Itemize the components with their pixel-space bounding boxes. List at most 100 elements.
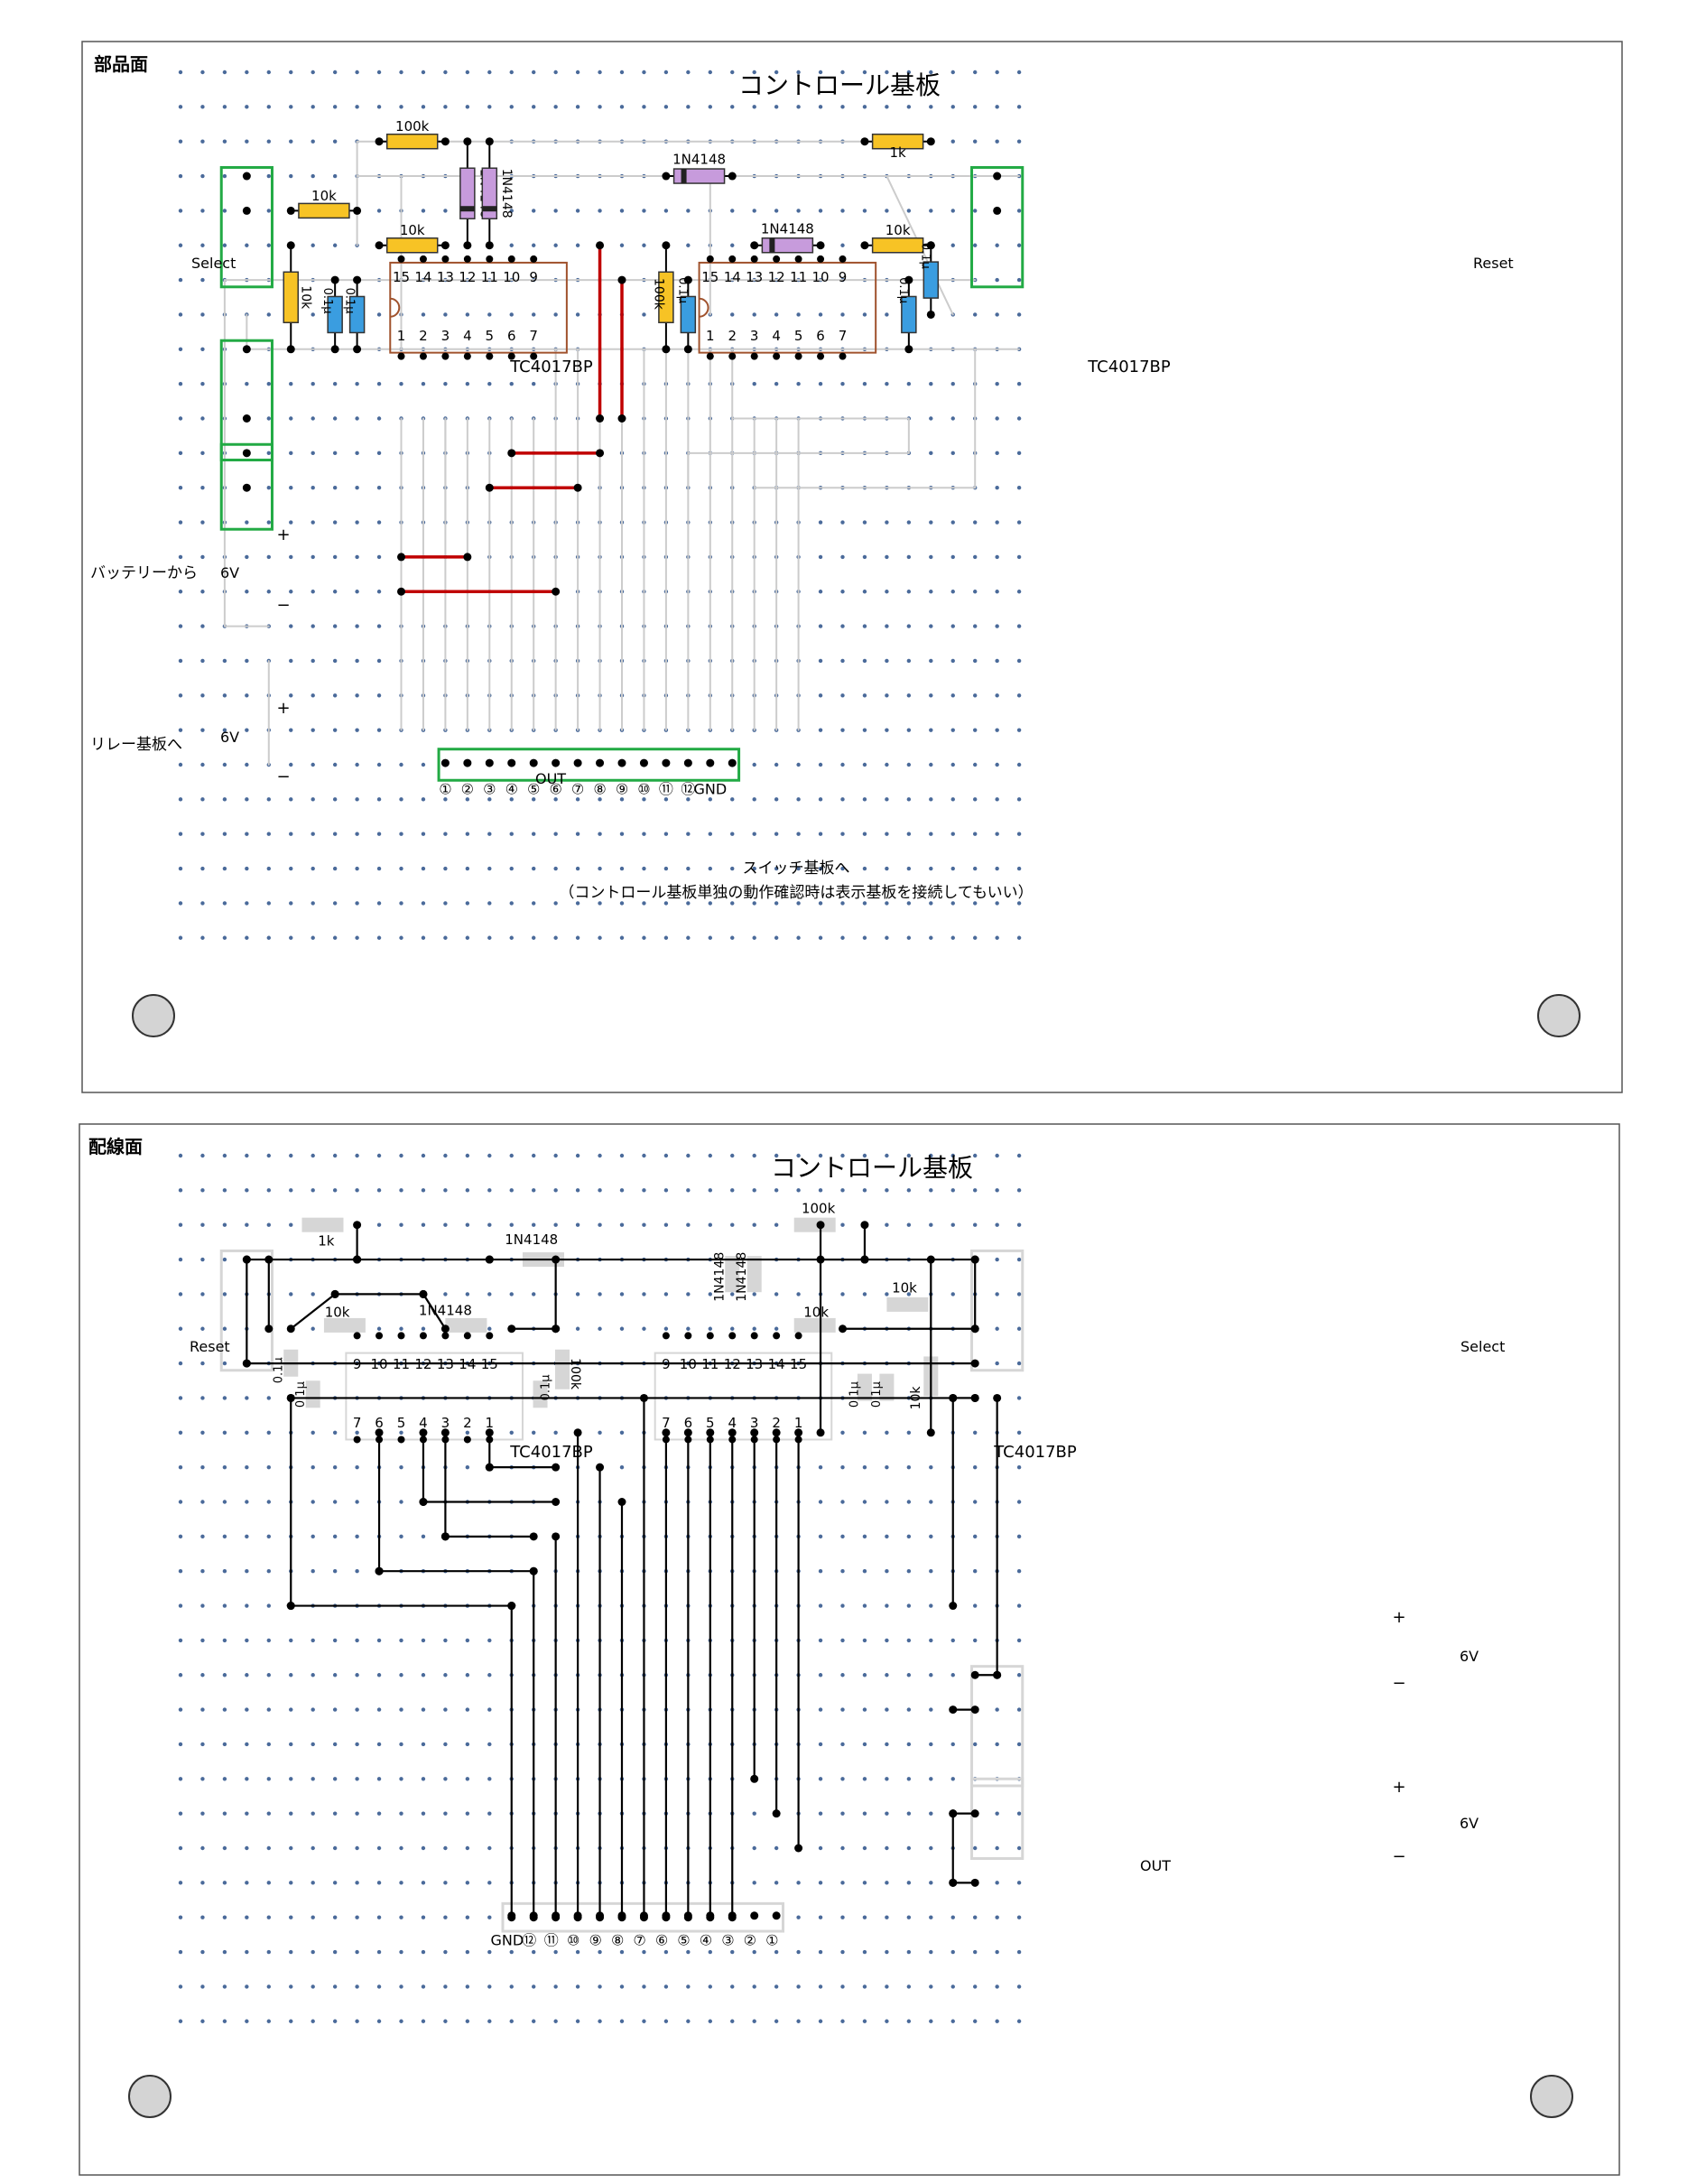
hole bbox=[376, 797, 382, 802]
hole bbox=[245, 1811, 249, 1816]
hole bbox=[752, 1811, 756, 1816]
ic-pin-pad bbox=[441, 255, 450, 263]
hole bbox=[995, 935, 999, 940]
hole bbox=[818, 1915, 823, 1919]
hole bbox=[376, 451, 382, 456]
hole bbox=[885, 728, 889, 732]
hole bbox=[906, 590, 912, 594]
hole bbox=[332, 486, 338, 490]
ic-pin-pad bbox=[530, 255, 538, 263]
hole bbox=[752, 1949, 756, 1955]
ic-pin-pad bbox=[794, 352, 802, 360]
hole bbox=[245, 139, 249, 144]
out-label-bottom: OUT bbox=[1140, 1857, 1171, 1874]
battery-minus-bottom: − bbox=[1392, 1674, 1405, 1693]
hole bbox=[399, 1742, 403, 1747]
reset-connector-frame bbox=[970, 165, 1025, 289]
hole bbox=[818, 1811, 823, 1816]
hole bbox=[730, 312, 735, 317]
hole bbox=[509, 1430, 514, 1436]
ic-pin-pad bbox=[486, 1332, 494, 1340]
ic-left-body bbox=[389, 261, 568, 354]
ic-pin-number: 11 bbox=[481, 269, 498, 285]
pad bbox=[794, 1844, 803, 1853]
hole bbox=[200, 1638, 205, 1643]
hole bbox=[730, 2019, 735, 2023]
resistor-10k-top-a bbox=[298, 202, 350, 219]
out-pin-label: ⑧ bbox=[611, 1931, 624, 1948]
pad bbox=[970, 1809, 979, 1818]
hole bbox=[222, 901, 227, 906]
hole bbox=[774, 935, 779, 940]
pad bbox=[463, 758, 472, 767]
battery-label: バッテリーから bbox=[90, 564, 198, 582]
hole bbox=[752, 832, 756, 836]
pad bbox=[242, 345, 251, 354]
hole bbox=[311, 1845, 315, 1851]
hole bbox=[862, 1673, 867, 1677]
ic-pin-pad bbox=[397, 1436, 405, 1444]
hole bbox=[995, 312, 999, 317]
hole bbox=[266, 1777, 271, 1781]
hole bbox=[200, 1673, 205, 1677]
diode-ghost-d bbox=[746, 1256, 762, 1293]
hole bbox=[818, 658, 823, 664]
ic-pin-number: 5 bbox=[397, 1415, 406, 1431]
hole bbox=[663, 832, 669, 836]
hole bbox=[906, 105, 912, 109]
resistor-10k-top-d bbox=[871, 237, 924, 254]
hole bbox=[245, 1777, 249, 1781]
hole bbox=[973, 554, 978, 560]
hole bbox=[532, 1949, 536, 1955]
diode-ghost-b bbox=[445, 1317, 487, 1333]
hole bbox=[222, 105, 227, 109]
ic-pin-number: 2 bbox=[728, 328, 737, 344]
hole bbox=[399, 1430, 403, 1436]
hole bbox=[178, 1707, 183, 1712]
hole bbox=[421, 762, 426, 767]
hole bbox=[332, 1638, 338, 1643]
hole bbox=[421, 2019, 426, 2023]
hole bbox=[973, 658, 978, 664]
hole bbox=[995, 1881, 999, 1885]
hole bbox=[178, 1569, 183, 1574]
hole bbox=[642, 105, 646, 109]
hole bbox=[200, 1396, 205, 1400]
hole bbox=[686, 935, 691, 940]
hole bbox=[289, 451, 293, 456]
hole bbox=[1016, 1326, 1022, 1331]
hole bbox=[818, 312, 823, 317]
hole bbox=[553, 1222, 558, 1227]
hole bbox=[1016, 901, 1022, 906]
hole bbox=[598, 935, 602, 940]
hole bbox=[575, 1949, 580, 1955]
ic-pin-pad bbox=[419, 255, 427, 263]
hole bbox=[1016, 762, 1022, 767]
hole bbox=[178, 1534, 183, 1539]
hole bbox=[995, 1845, 999, 1851]
hole bbox=[200, 658, 205, 664]
hole bbox=[266, 486, 271, 490]
hole bbox=[995, 693, 999, 698]
hole bbox=[1016, 209, 1022, 213]
out-pin-label: ⑩ bbox=[567, 1931, 579, 1948]
hole bbox=[840, 520, 845, 525]
hole bbox=[332, 1845, 338, 1851]
hole bbox=[796, 1292, 801, 1296]
hole bbox=[376, 1153, 382, 1158]
hole bbox=[178, 381, 183, 386]
hole bbox=[575, 1188, 580, 1193]
hole bbox=[1016, 728, 1022, 732]
ic-pin-pad bbox=[706, 255, 714, 263]
hole bbox=[619, 1949, 625, 1955]
hole bbox=[885, 797, 889, 802]
hole bbox=[950, 935, 955, 940]
hole bbox=[1016, 520, 1022, 525]
hole bbox=[973, 1984, 978, 1989]
hole bbox=[289, 797, 293, 802]
out-pad bbox=[529, 1911, 538, 1920]
hole bbox=[840, 901, 845, 906]
hole bbox=[752, 209, 756, 213]
hole bbox=[311, 2019, 315, 2023]
